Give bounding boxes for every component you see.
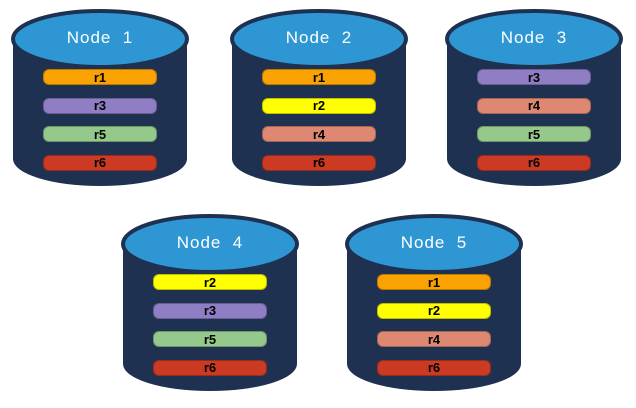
replica-label: r1: [312, 69, 326, 85]
replica-label: r2: [312, 98, 326, 113]
replica-label: r6: [203, 360, 217, 375]
replica-list: r1 r3 r5 r6: [43, 69, 157, 171]
replica-label: r3: [203, 303, 217, 318]
replica-label: r6: [93, 155, 107, 170]
node-5: Node 5 r1 r2 r4 r6: [343, 212, 525, 400]
replica-bar-r2: r2: [153, 274, 267, 290]
replica-bar-r3: r3: [153, 302, 267, 319]
replica-label: r5: [527, 126, 541, 142]
replica-bar-r3: r3: [43, 97, 157, 114]
replica-label: r5: [203, 331, 217, 347]
node-4: Node 4 r2 r3 r5 r6: [119, 212, 301, 400]
node-title: Node 3: [500, 28, 568, 47]
replica-bar-r4: r4: [477, 97, 591, 114]
node-title: Node 4: [176, 233, 244, 252]
replica-label: r2: [203, 274, 217, 290]
cylinder-top: [445, 9, 623, 69]
replica-bar-r6: r6: [153, 359, 267, 376]
replica-bar-r2: r2: [377, 302, 491, 319]
replica-bar-r5: r5: [477, 126, 591, 142]
replica-label: r6: [312, 155, 326, 170]
replica-label: r4: [527, 98, 541, 113]
replica-label: r3: [93, 98, 107, 113]
replica-bar-r4: r4: [377, 331, 491, 347]
replica-bar-r6: r6: [43, 154, 157, 171]
replica-bar-r2: r2: [262, 97, 376, 114]
replica-bar-r6: r6: [477, 154, 591, 171]
node-title: Node 2: [285, 28, 353, 47]
replica-label: r6: [527, 155, 541, 170]
replica-bar-r4: r4: [262, 126, 376, 142]
node-3: Node 3 r3 r4 r5 r6: [443, 7, 625, 195]
replica-bar-r3: r3: [477, 69, 591, 85]
replica-bar-r5: r5: [43, 126, 157, 142]
replica-label: r6: [427, 360, 441, 375]
node-1: Node 1 r1 r3 r5 r6: [9, 7, 191, 195]
replica-bar-r1: r1: [43, 69, 157, 85]
cylinder-top: [345, 214, 523, 274]
replica-bar-r6: r6: [377, 359, 491, 376]
replica-bar-r1: r1: [377, 274, 491, 290]
cylinder-top: [230, 9, 408, 69]
replica-bar-r6: r6: [262, 154, 376, 171]
node-title: Node 5: [400, 233, 468, 252]
cylinder-top: [11, 9, 189, 69]
replica-bar-r5: r5: [153, 331, 267, 347]
replica-label: r4: [427, 331, 441, 347]
node-2: Node 2 r1 r2 r4 r6: [228, 7, 410, 195]
replica-label: r1: [93, 69, 107, 85]
replica-list: r2 r3 r5 r6: [153, 274, 267, 376]
replica-list: r3 r4 r5 r6: [477, 69, 591, 171]
replica-label: r2: [427, 303, 441, 318]
replica-label: r4: [312, 126, 326, 142]
replica-label: r5: [93, 126, 107, 142]
replica-label: r3: [527, 69, 541, 85]
cylinder-top: [121, 214, 299, 274]
node-title: Node 1: [66, 28, 134, 47]
replica-bar-r1: r1: [262, 69, 376, 85]
replica-label: r1: [427, 274, 441, 290]
replica-list: r1 r2 r4 r6: [377, 274, 491, 376]
replica-list: r1 r2 r4 r6: [262, 69, 376, 171]
